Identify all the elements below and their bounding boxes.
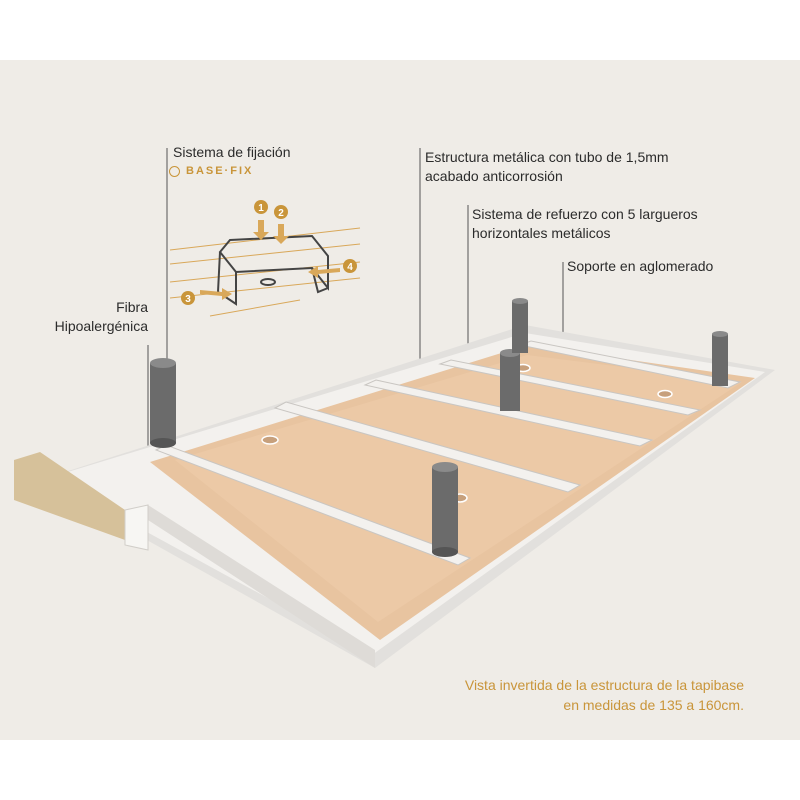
structure-label: Estructura metálica con tubo de 1,5mm ac…: [425, 148, 669, 186]
slat-2: [363, 379, 654, 447]
structure-label-line2: acabado anticorrosión: [425, 168, 563, 184]
hypoallergenic-fibre: [14, 452, 149, 551]
caption-line1: Vista invertida de la estructura de la t…: [464, 677, 744, 693]
structure-label-line1: Estructura metálica con tubo de 1,5mm: [425, 149, 669, 165]
reinforcement-label: Sistema de refuerzo con 5 largueros hori…: [472, 205, 698, 243]
support-label: Soporte en aglomerado: [567, 258, 714, 274]
fibre-label: Fibra Hipoalergénica: [55, 298, 148, 336]
leg-back-left: [512, 298, 528, 353]
step-1-marker: [254, 200, 268, 214]
reinforcement-label-line1: Sistema de refuerzo con 5 largueros: [472, 206, 698, 222]
step-1-label: 1: [258, 203, 264, 214]
caption-line2: en medidas de 135 a 160cm.: [563, 697, 744, 713]
step-3-marker: [181, 291, 195, 305]
step-4-marker: [343, 259, 357, 273]
step-3-label: 3: [185, 294, 191, 305]
basefix-logo-icon: [169, 165, 180, 177]
step-arrows: [200, 220, 340, 300]
basefix-brand-text: BASE·FIX: [186, 165, 254, 177]
view-caption: Vista invertida de la estructura de la t…: [465, 675, 744, 715]
leg-back-right: [712, 331, 728, 386]
leg-center-back: [500, 349, 520, 411]
legs: [150, 298, 728, 557]
clip-bracket-icon: [216, 234, 329, 306]
reinforcement-label-line2: horizontales metálicos: [472, 225, 611, 241]
leg-front-center: [432, 462, 458, 557]
step-markers: [181, 200, 357, 305]
fibre-label-line2: Hipoalergénica: [54, 318, 148, 334]
fixing-system-label: Sistema de fijación: [173, 144, 291, 160]
step-2-label: 2: [278, 208, 284, 219]
leg-front-left: [150, 358, 176, 448]
step-2-marker: [274, 205, 288, 219]
slat-1: [273, 401, 582, 493]
step-4-label: 4: [347, 262, 353, 273]
basefix-brand: BASE·FIX: [169, 165, 253, 177]
fibre-label-line1: Fibra: [116, 299, 148, 315]
